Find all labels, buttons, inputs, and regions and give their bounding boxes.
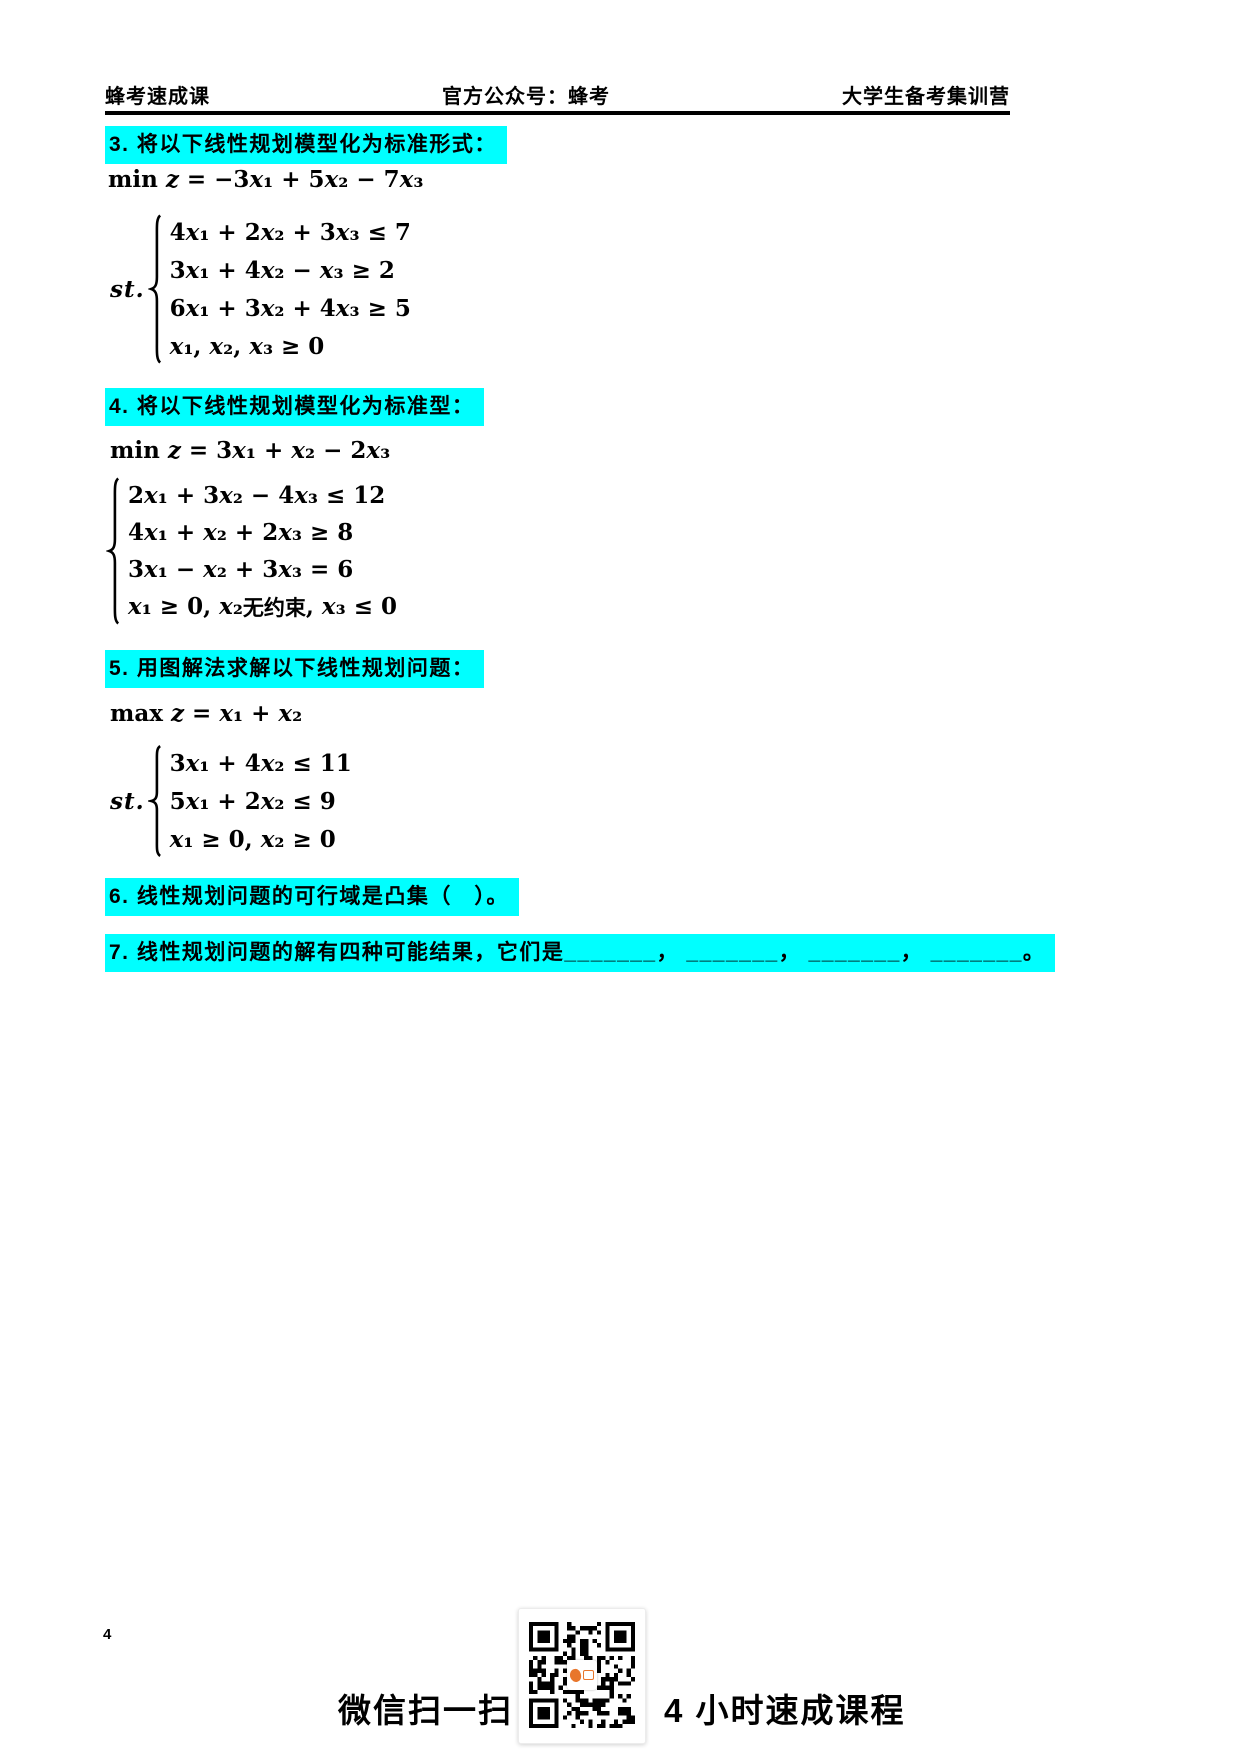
left-brace-icon [148,745,163,857]
problem-6-title: 6. 线性规划问题的可行域是凸集（ ）。 [105,878,519,916]
problem-5-title: 5. 用图解法求解以下线性规划问题： [105,650,485,688]
problem-3-objective: min z = −3x₁ + 5x₂ − 7x₃ [108,166,424,193]
bee-mascot-icon [568,1667,583,1683]
header-divider [105,111,1010,115]
course-label: 4 小时速成课程 [664,1692,906,1729]
subject-to-label: st. [110,787,145,815]
header-right-camp: 大学生备考集训营 [842,86,1010,108]
page-number: 4 [103,1626,112,1643]
header-center-account: 官方公众号：蜂考 [442,86,610,108]
brand-logo-icon [567,1660,597,1690]
subject-to-label: st. [110,275,145,303]
problem-5-objective: max z = x₁ + x₂ [110,700,303,727]
problem-4-title: 4. 将以下线性规划模型化为标准型： [105,388,485,426]
left-brace-icon [148,214,163,364]
left-brace-icon [106,477,121,625]
problem-3-title: 3. 将以下线性规划模型化为标准形式： [105,126,507,164]
logo-text-icon [583,1670,594,1680]
header-left-brand: 蜂考速成课 [105,86,210,108]
problem-7-title: 7. 线性规划问题的解有四种可能结果，它们是_______， _______， … [105,934,1056,972]
wechat-scan-label: 微信扫一扫 [338,1692,513,1729]
page-header: 蜂考速成课 官方公众号：蜂考 大学生备考集训营 [105,80,1010,109]
qr-code [518,1608,646,1744]
qr-pattern-icon [529,1622,635,1728]
problem-4-objective: min z = 3x₁ + x₂ − 2x₃ [110,437,391,464]
